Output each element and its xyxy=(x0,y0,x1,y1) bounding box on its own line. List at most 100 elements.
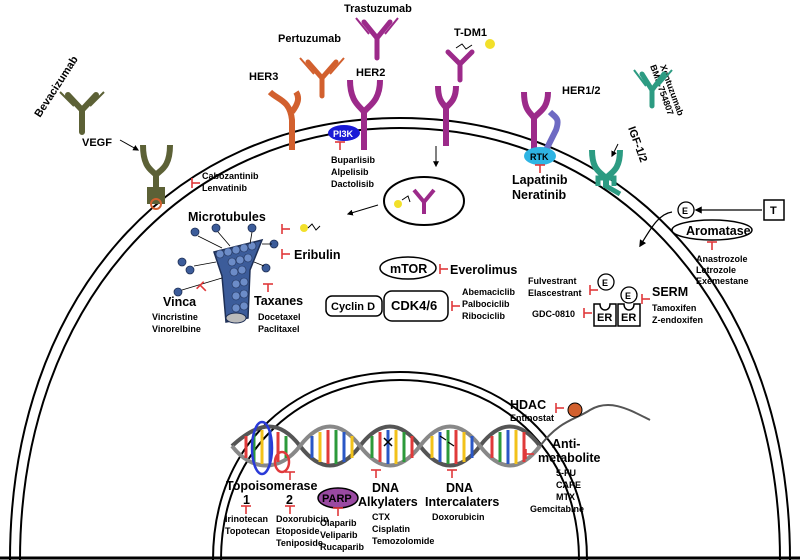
cyclin-d-box xyxy=(325,295,383,317)
cdk46-box xyxy=(383,290,449,322)
trastuzumab-antibody xyxy=(355,17,399,61)
mtor-label: mTOR xyxy=(390,262,427,276)
serm-label: SERM xyxy=(652,285,688,299)
microtubules-label: Microtubules xyxy=(188,210,266,224)
e-circle-right xyxy=(620,286,638,304)
intercalaters-label-1: DNA xyxy=(446,481,473,495)
her2-label: HER2 xyxy=(356,67,385,79)
topo2-drug-1: Doxorubicin xyxy=(276,514,329,524)
aromatase-label: Aromatase xyxy=(686,224,751,238)
rtk-label: RTK xyxy=(530,152,549,162)
topo2-label: 2 xyxy=(286,493,293,507)
antimetabolite-drug-1: 5-FU xyxy=(556,468,576,478)
rtk-node xyxy=(524,147,556,165)
trastuzumab-label: Trastuzumab xyxy=(344,3,412,15)
bevacizumab-antibody xyxy=(59,91,105,135)
xentuzumab-antibody xyxy=(633,69,673,109)
topoisomerase-label: Topoisomerase xyxy=(226,479,318,493)
antimetabolite-label-1: Anti- xyxy=(552,437,580,451)
eribulin-payload-icon xyxy=(300,223,321,232)
aromatase-inhibitor-1: Anastrozole xyxy=(696,254,748,264)
topo2-drug-2: Etoposide xyxy=(276,526,320,536)
rtk-inhibitor-2: Neratinib xyxy=(512,188,567,202)
e-circle-left xyxy=(597,273,615,291)
hdac-label: HDAC xyxy=(510,398,546,412)
endosome-tdm1 xyxy=(394,188,436,214)
alkylator-crosslink-icon xyxy=(383,437,393,447)
everolimus-label: Everolimus xyxy=(450,263,517,277)
topo2-drug-3: Teniposide xyxy=(276,538,323,548)
serd-drug-2: Elascestrant xyxy=(528,288,582,298)
payload-release-arrow xyxy=(346,204,379,216)
e-symbol-right: E xyxy=(625,291,631,301)
antimetabolite-drug-3: MTX xyxy=(556,492,575,502)
bevacizumab-label: Bevacizumab xyxy=(32,54,81,120)
entinostat-label: Entinostat xyxy=(510,413,554,423)
alkylators-label-1: DNA xyxy=(372,481,399,495)
alkylator-drug-2: Cisplatin xyxy=(372,524,410,534)
topoisomerase-1-ring xyxy=(250,420,274,476)
alkylator-drug-1: CTX xyxy=(372,512,390,522)
eribulin-label: Eribulin xyxy=(294,248,341,262)
pi3k-inhibitor-3: Dactolisib xyxy=(331,179,375,189)
nuclear-envelope xyxy=(212,370,588,560)
intercalater-drug-1: Doxorubicin xyxy=(432,512,485,522)
pi3k-inhibitor-2: Alpelisib xyxy=(331,167,369,177)
cdk-inhibitor-2: Palbociclib xyxy=(462,299,510,309)
pi3k-node xyxy=(328,125,360,141)
her3-receptor xyxy=(267,89,302,150)
gdc-label: GDC-0810 xyxy=(532,309,575,319)
parp-label: PARP xyxy=(322,493,352,505)
endosome xyxy=(383,176,465,226)
antimetabolite-drug-4: Gemcitabine xyxy=(530,504,584,514)
pi3k-inhibitor-1: Buparlisib xyxy=(331,155,376,165)
cdk46-label: CDK4/6 xyxy=(391,298,437,313)
antimetabolite-label-2: metabolite xyxy=(538,451,601,465)
cyclin-d-label: Cyclin D xyxy=(331,301,375,313)
her12-label: HER1/2 xyxy=(562,85,601,97)
pertuzumab-label: Pertuzumab xyxy=(278,33,341,45)
serm-drug-2: Z-endoxifen xyxy=(652,315,703,325)
vegf-inhibitor-1: Cabozantinib xyxy=(202,171,259,181)
tdm1-antibody xyxy=(445,39,495,83)
vinca-drug-1: Vincristine xyxy=(152,312,198,322)
tdm1-label: T-DM1 xyxy=(454,27,487,39)
pertuzumab-antibody xyxy=(299,57,345,99)
intercalater-icon xyxy=(439,435,455,447)
parp-drug-3: Rucaparib xyxy=(320,542,365,552)
taxanes-label: Taxanes xyxy=(254,294,303,308)
igf-label: IGF-1/2 xyxy=(625,125,649,164)
topo1-label: 1 xyxy=(243,493,250,507)
t-box xyxy=(763,199,785,221)
cdk-inhibitor-3: Ribociclib xyxy=(462,311,506,321)
vegf-arrow xyxy=(119,139,140,151)
alkylators-label-2: Alkylaters xyxy=(358,495,418,509)
parp-drug-2: Veliparib xyxy=(320,530,358,540)
e-circle-top xyxy=(677,201,695,219)
aromatase-inhibitor-2: Letrozole xyxy=(696,265,736,275)
aromatase-inhibitor-3: Exemestane xyxy=(696,276,749,286)
taxane-drug-2: Paclitaxel xyxy=(258,324,300,334)
microtubule-icon xyxy=(173,223,279,324)
hdac-nucleosome-icon xyxy=(567,402,583,418)
vegf-label: VEGF xyxy=(82,137,112,149)
alkylator-drug-3: Temozolomide xyxy=(372,536,434,546)
cell-membrane xyxy=(9,116,791,560)
parp-drug-1: Olaparib xyxy=(320,518,357,528)
tdm1-receptor xyxy=(435,85,459,146)
cdk-inhibitor-1: Abemaciclib xyxy=(462,287,516,297)
intercalaters-label-2: Intercalaters xyxy=(425,495,499,509)
igf-arrow xyxy=(611,143,619,158)
taxane-drug-1: Docetaxel xyxy=(258,312,301,322)
e-to-er-arrow xyxy=(639,211,673,248)
serm-drug-1: Tamoxifen xyxy=(652,303,696,313)
er-label-1: ER xyxy=(597,312,612,324)
t-symbol: T xyxy=(770,205,777,217)
vinca-drug-2: Vinorelbine xyxy=(152,324,201,334)
serd-drug-1: Fulvestrant xyxy=(528,276,577,286)
e-symbol-left: E xyxy=(602,278,608,288)
mtor-pill xyxy=(379,256,437,280)
vinca-label: Vinca xyxy=(163,295,197,309)
aromatase-pill xyxy=(671,219,753,241)
